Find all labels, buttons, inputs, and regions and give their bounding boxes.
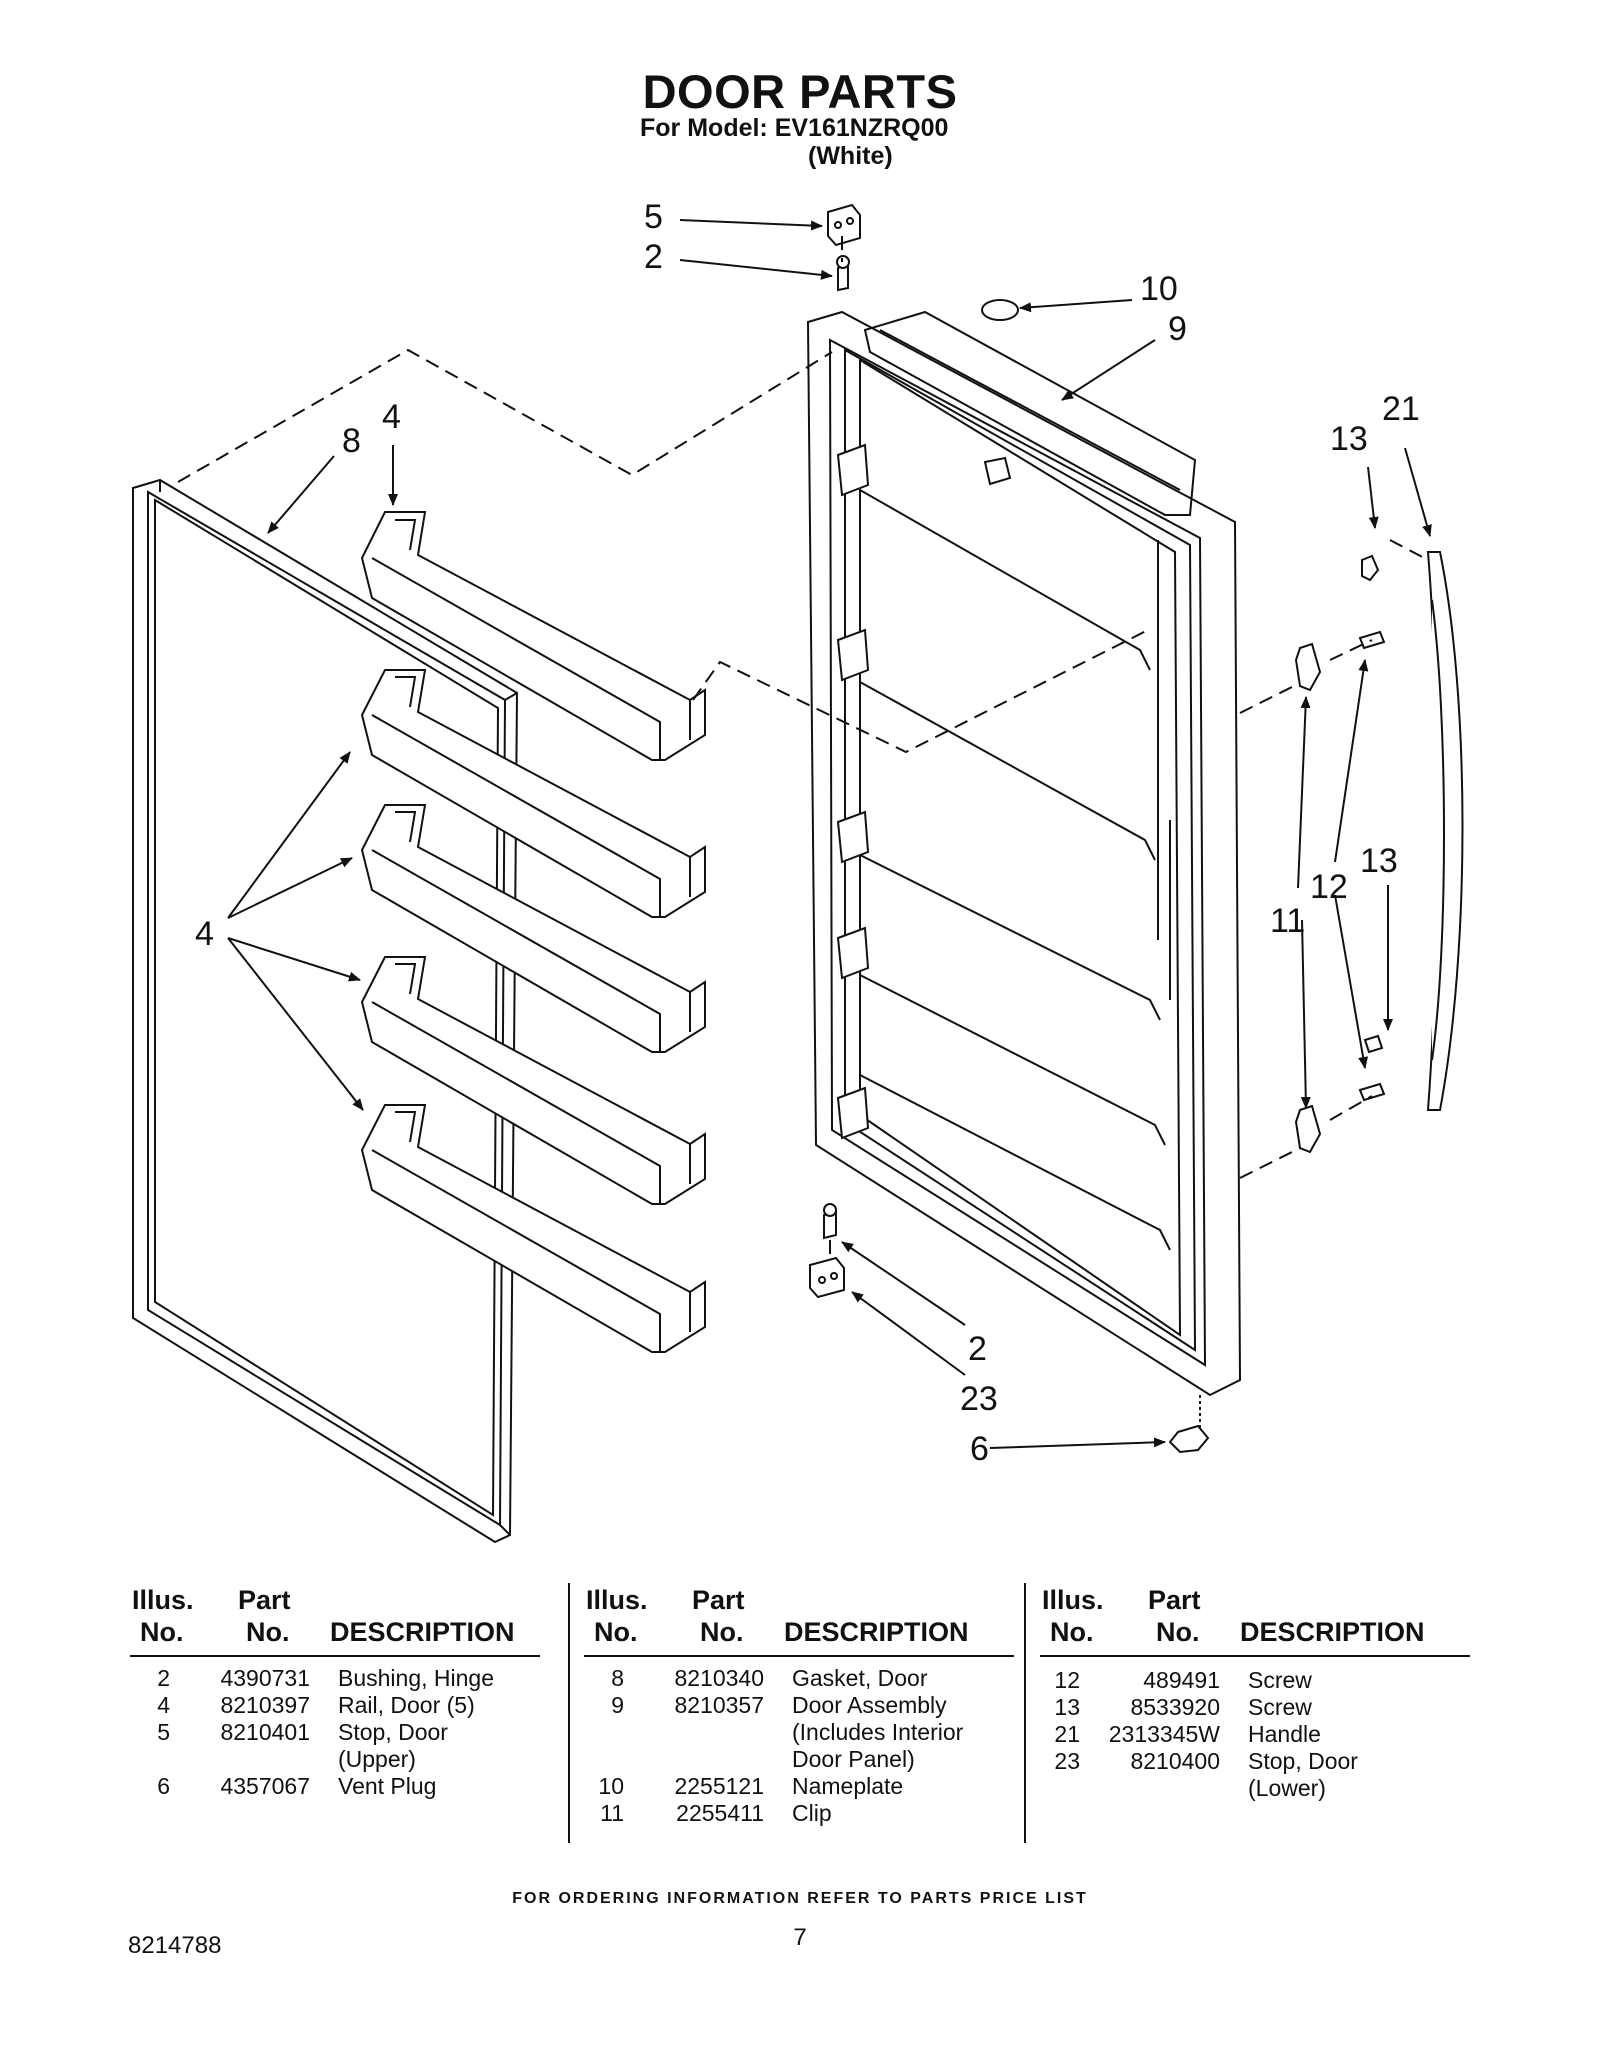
header-illus-no: No.: [140, 1617, 184, 1647]
header-illus: Illus.: [132, 1585, 194, 1615]
table-header: Illus. No. Part No. DESCRIPTION: [130, 1585, 540, 1657]
callout-12: 12: [1310, 868, 1348, 906]
door-assembly: [806, 310, 1242, 1397]
callout-13-mid: 13: [1360, 842, 1398, 880]
header-part: Part: [1148, 1585, 1201, 1615]
table-header: Illus. No. Part No. DESCRIPTION: [584, 1585, 1014, 1657]
page-title: DOOR PARTS: [642, 65, 958, 118]
callout-11: 11: [1270, 902, 1305, 940]
callout-21: 21: [1382, 390, 1420, 428]
hardware-parts: [809, 203, 1210, 1454]
header-description: DESCRIPTION: [330, 1617, 515, 1647]
callout-23: 23: [960, 1380, 998, 1418]
callout-10: 10: [1140, 270, 1178, 308]
header-part-no: No.: [1156, 1617, 1200, 1647]
header-description: DESCRIPTION: [1240, 1617, 1425, 1647]
callout-4-left: 4: [195, 915, 214, 953]
header-illus: Illus.: [586, 1585, 648, 1615]
table-header: Illus. No. Part No. DESCRIPTION: [1040, 1585, 1470, 1657]
document-number: 8214788: [128, 1932, 222, 1959]
header-illus-no: No.: [594, 1617, 638, 1647]
callout-8: 8: [342, 422, 361, 460]
model-line: For Model: EV161NZRQ00: [640, 114, 949, 142]
callout-9: 9: [1168, 310, 1187, 348]
header-illus: Illus.: [1042, 1585, 1104, 1615]
callout-2-top: 2: [644, 238, 663, 276]
callout-2-bottom: 2: [968, 1330, 987, 1368]
header-part: Part: [238, 1585, 291, 1615]
assembly-lines: [177, 236, 1429, 1262]
callout-5-top: 5: [644, 198, 663, 236]
callout-6: 6: [970, 1430, 989, 1468]
header-part: Part: [692, 1585, 745, 1615]
callout-13-top: 13: [1330, 420, 1368, 458]
color-line: (White): [808, 142, 893, 170]
column-divider: [1024, 1583, 1026, 1843]
callout-4-top: 4: [382, 398, 401, 436]
leader-arrows: [227, 219, 1432, 1449]
exploded-parts-diagram: 5 2 10 9 8 4 13 21 13 12 11 4 2 23 6: [132, 198, 1464, 1544]
handle-assembly: [1294, 551, 1464, 1154]
door-rails: [360, 511, 706, 1353]
ordering-note: FOR ORDERING INFORMATION REFER TO PARTS …: [512, 1890, 1088, 1907]
header-description: DESCRIPTION: [784, 1617, 969, 1647]
page-number: 7: [793, 1924, 807, 1951]
header-part-no: No.: [700, 1617, 744, 1647]
header-part-no: No.: [246, 1617, 290, 1647]
header-illus-no: No.: [1050, 1617, 1094, 1647]
column-divider: [568, 1583, 570, 1843]
